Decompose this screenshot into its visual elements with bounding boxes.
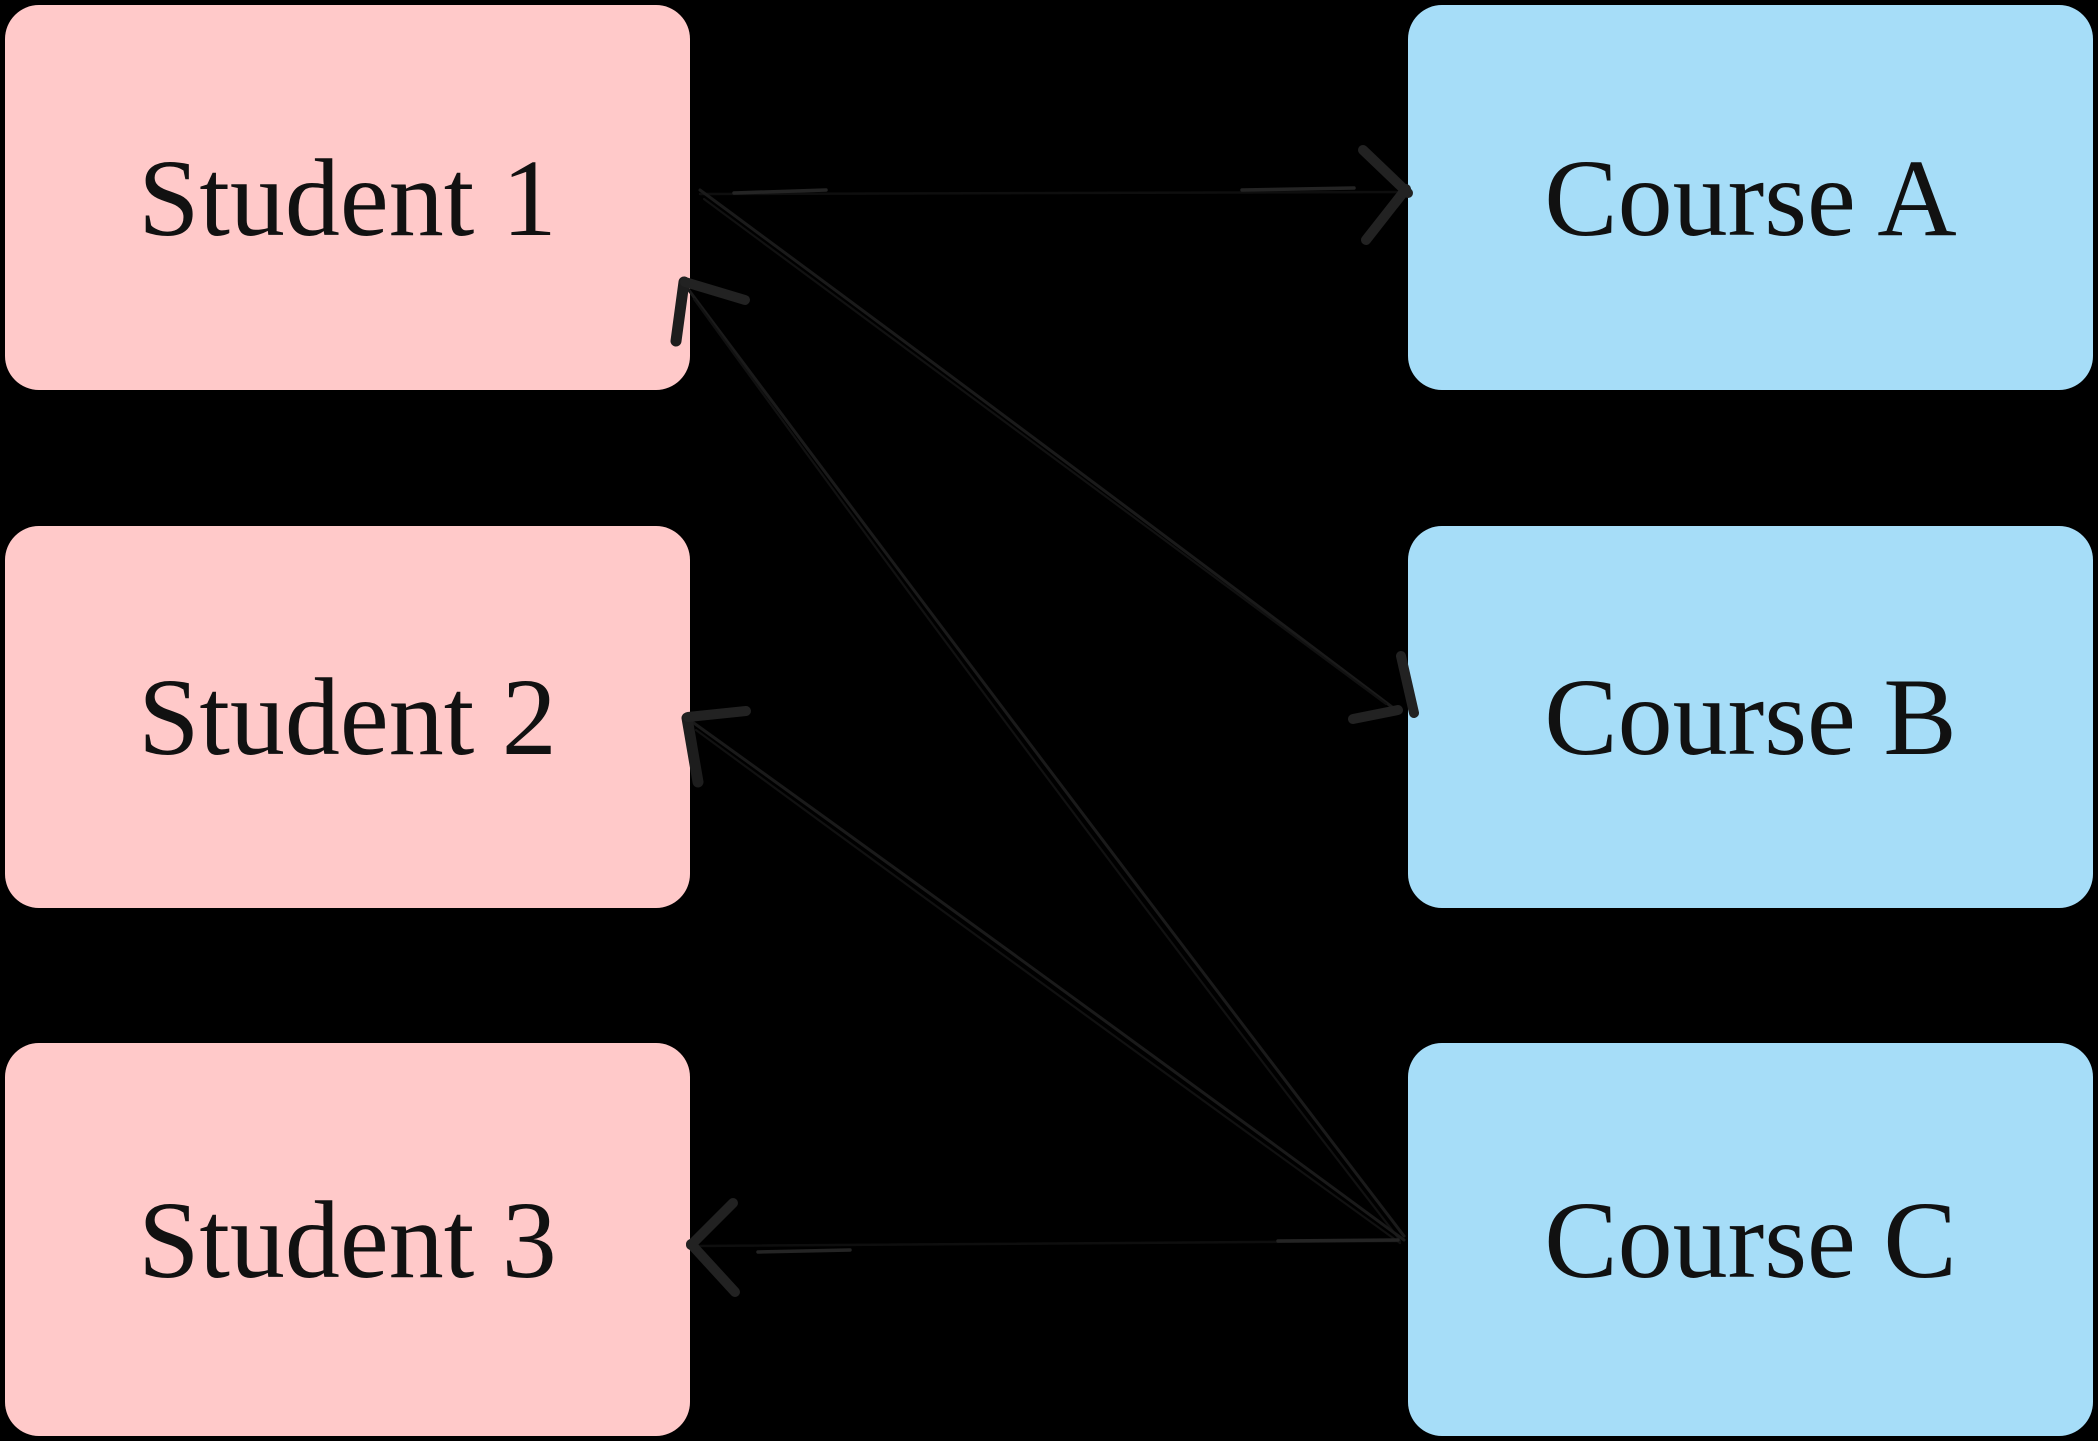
node-student-3-label: Student 3: [138, 1178, 557, 1301]
arrow-courseC-to-student3[interactable]: [686, 1198, 1402, 1297]
arrow-shaft-segment: [756, 1248, 852, 1254]
arrowhead-downright-icon: [1348, 705, 1403, 724]
arrow-shaft: [695, 1239, 1402, 1248]
arrow-shaft: [692, 297, 1401, 1241]
arrow-shaft: [698, 188, 1394, 709]
node-student-1[interactable]: Student 1: [5, 5, 690, 390]
node-student-2-label: Student 2: [138, 656, 557, 778]
arrowhead-upleft-icon: [683, 706, 751, 722]
node-student-1-label: Student 1: [138, 136, 557, 259]
arrowhead-right-icon: [1361, 184, 1411, 245]
arrow-shaft: [694, 728, 1402, 1245]
arrow-student1-to-courseA[interactable]: [698, 145, 1413, 245]
arrow-student1-to-courseB[interactable]: [698, 188, 1419, 724]
arrow-shaft-segment: [1240, 186, 1356, 192]
arrow-shaft: [702, 197, 1388, 706]
arrow-courseC-to-student2[interactable]: [681, 706, 1406, 1245]
arrowhead-upleft-icon: [680, 277, 750, 305]
arrow-courseC-to-student1[interactable]: [670, 276, 1406, 1241]
arrow-shaft-segment: [1276, 1238, 1400, 1243]
arrow-shaft: [686, 287, 1406, 1238]
node-course-a[interactable]: Course A: [1408, 5, 2093, 390]
node-course-c-label: Course C: [1544, 1178, 1957, 1301]
arrowhead-right-icon: [1358, 145, 1413, 198]
node-course-c[interactable]: Course C: [1408, 1043, 2093, 1436]
node-student-2[interactable]: Student 2: [5, 526, 690, 908]
arrowhead-left-icon: [686, 1239, 740, 1297]
arrowhead-left-icon: [686, 1198, 738, 1250]
node-course-b-label: Course B: [1544, 656, 1957, 778]
arrow-shaft: [698, 190, 1402, 196]
arrow-shaft-segment: [732, 188, 828, 195]
node-course-b[interactable]: Course B: [1408, 526, 2093, 908]
arrow-shaft: [689, 719, 1406, 1242]
node-student-3[interactable]: Student 3: [5, 1043, 690, 1436]
node-course-a-label: Course A: [1544, 136, 1957, 259]
